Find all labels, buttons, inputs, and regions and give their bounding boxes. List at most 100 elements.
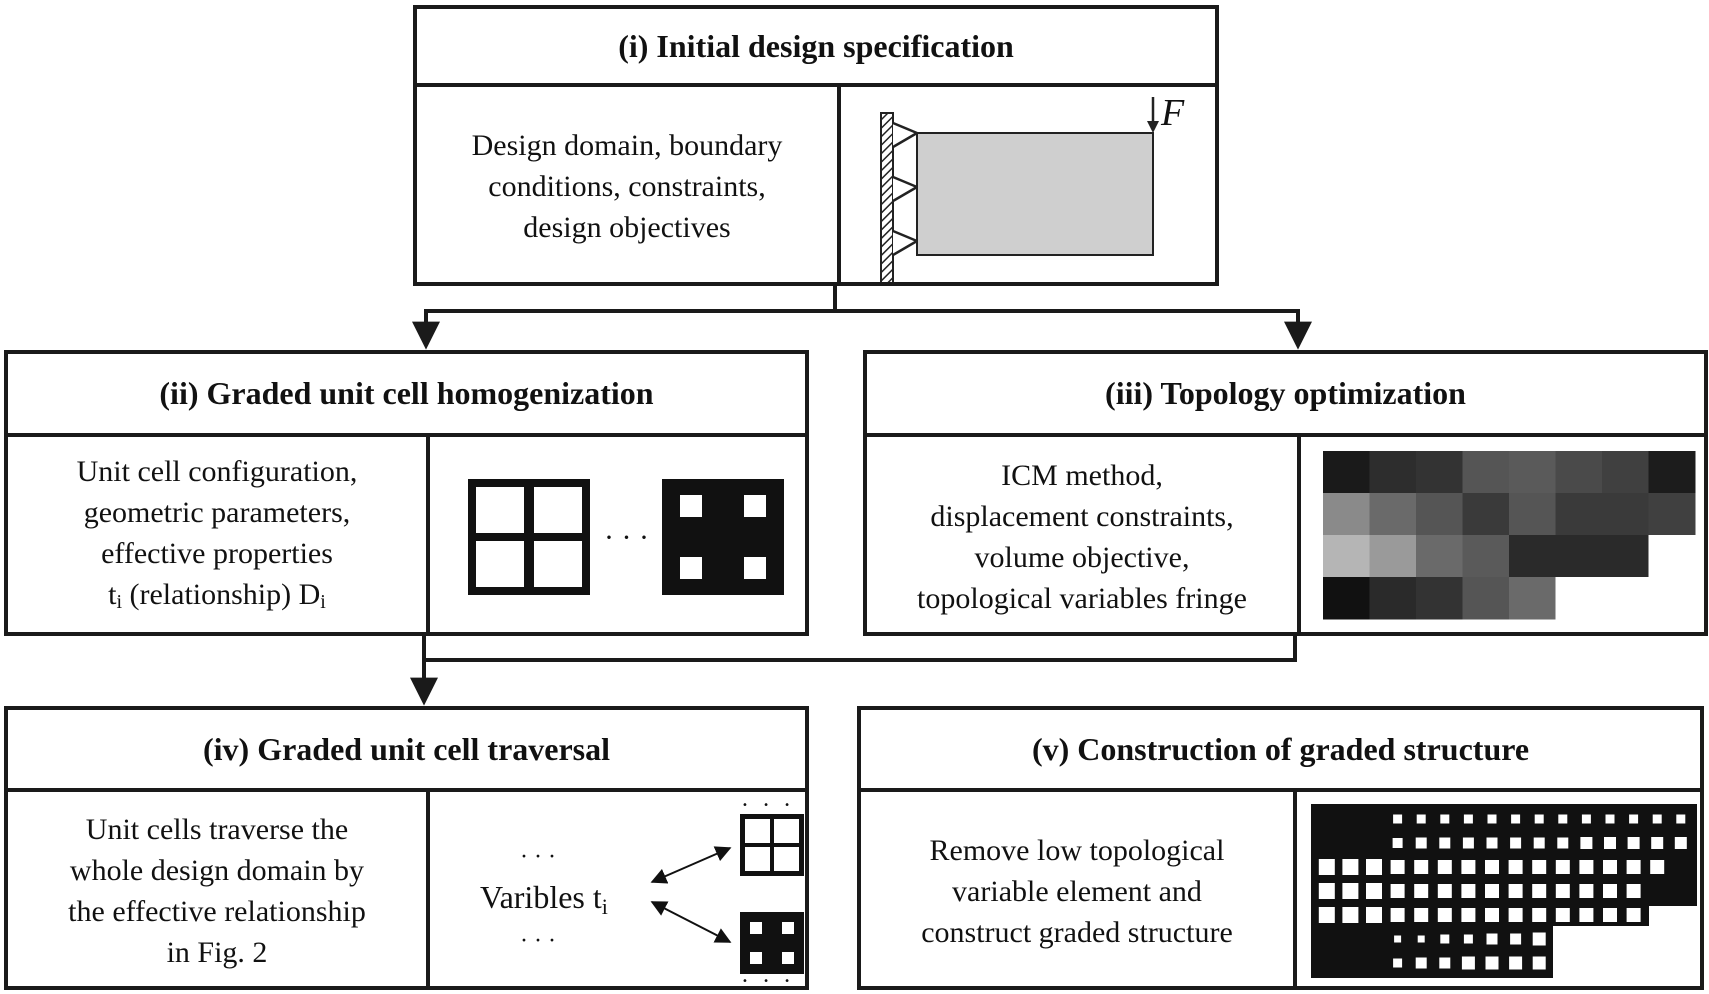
box-graded-structure-text: Remove low topological variable element … bbox=[861, 796, 1293, 986]
graded-hole bbox=[1437, 884, 1452, 898]
fringe-cell bbox=[1369, 535, 1417, 578]
graded-hole bbox=[1463, 814, 1473, 824]
graded-hole bbox=[1532, 956, 1546, 970]
graded-hole bbox=[1603, 884, 1617, 898]
graded-hole bbox=[1651, 837, 1664, 849]
graded-hole bbox=[1390, 860, 1405, 874]
fringe-cell bbox=[1369, 493, 1417, 536]
graded-hole bbox=[1342, 883, 1359, 899]
fringe-cell bbox=[1602, 451, 1649, 494]
box-homogenization-text: Unit cell configuration, geometric param… bbox=[8, 441, 426, 632]
graded-hole bbox=[1509, 956, 1523, 970]
fringe-cell bbox=[1555, 535, 1603, 578]
divider bbox=[426, 792, 430, 986]
graded-hole bbox=[1652, 814, 1662, 824]
graded-hole bbox=[1437, 908, 1452, 922]
graded-hole bbox=[1415, 837, 1427, 849]
fringe-cell bbox=[1648, 535, 1696, 578]
fringe-cell bbox=[1462, 535, 1510, 578]
graded-hole bbox=[1461, 860, 1476, 874]
graded-hole bbox=[1627, 837, 1640, 849]
graded-hole bbox=[1415, 957, 1427, 969]
graded-hole bbox=[1462, 837, 1474, 849]
text-line: the effective relationship bbox=[68, 895, 366, 928]
graded-hole bbox=[1626, 860, 1641, 874]
graded-hole bbox=[1605, 814, 1615, 824]
box-graded-structure-title: (v) Construction of graded structure bbox=[861, 710, 1700, 792]
graded-hole bbox=[1439, 957, 1451, 969]
graded-hole bbox=[1393, 958, 1403, 968]
text-line: ICM method, bbox=[1001, 458, 1163, 492]
cell-dots-top: • • • bbox=[742, 800, 796, 811]
design-domain bbox=[916, 132, 1154, 256]
rel-mid: (relationship) D bbox=[122, 577, 321, 611]
graded-structure-illustration bbox=[1311, 804, 1697, 978]
fringe-cell bbox=[1555, 577, 1603, 620]
graded-hole bbox=[1508, 908, 1523, 922]
text-line: in Fig. 2 bbox=[166, 936, 268, 969]
fringe-cell bbox=[1369, 577, 1417, 620]
arrow-to-thick-cell bbox=[650, 901, 732, 943]
rel-t-sub: i bbox=[116, 590, 123, 613]
rel-d-sub: i bbox=[320, 590, 326, 613]
graded-hole bbox=[1676, 814, 1686, 824]
graded-hole bbox=[1342, 859, 1359, 875]
fringe-cell bbox=[1462, 493, 1510, 536]
divider bbox=[426, 437, 430, 632]
cantilever-domain-sketch: F bbox=[880, 92, 1185, 282]
graded-hole bbox=[1487, 814, 1497, 824]
text-line: Unit cell configuration, bbox=[76, 454, 358, 488]
graded-hole bbox=[1555, 908, 1570, 922]
fringe-cell bbox=[1602, 493, 1649, 536]
graded-hole bbox=[1579, 884, 1594, 898]
graded-hole bbox=[1318, 907, 1335, 923]
fringe-cell bbox=[1602, 535, 1649, 578]
graded-hole bbox=[1342, 907, 1359, 923]
fringe-cell bbox=[1509, 493, 1556, 536]
graded-hole bbox=[1532, 860, 1547, 874]
graded-hole bbox=[1510, 933, 1522, 945]
fringe-cell bbox=[1555, 493, 1603, 536]
graded-hole bbox=[1366, 907, 1382, 923]
graded-hole bbox=[1532, 932, 1546, 946]
box-initial-design-text: Design domain, boundary conditions, cons… bbox=[417, 91, 837, 282]
text-line: effective properties bbox=[101, 536, 333, 570]
graded-hole bbox=[1414, 908, 1429, 922]
fringe-cell bbox=[1509, 535, 1556, 578]
graded-hole bbox=[1390, 884, 1405, 898]
graded-hole bbox=[1440, 814, 1450, 824]
fringe-cell bbox=[1462, 577, 1510, 620]
graded-hole bbox=[1532, 908, 1547, 922]
fringe-cell bbox=[1323, 493, 1370, 536]
graded-hole bbox=[1579, 860, 1594, 874]
graded-hole bbox=[1603, 908, 1617, 922]
fringe-cell bbox=[1555, 451, 1603, 494]
text-line: topological variables fringe bbox=[917, 581, 1247, 615]
box-topology-optimization-text: ICM method, displacement constraints, vo… bbox=[867, 441, 1297, 632]
fringe-cell bbox=[1416, 493, 1463, 536]
variables-text: Varibles t bbox=[480, 879, 602, 915]
small-thick-cell bbox=[740, 912, 804, 974]
unit-cell-illustration: · · · bbox=[468, 479, 784, 595]
graded-hole bbox=[1579, 908, 1594, 922]
graded-hole bbox=[1510, 837, 1522, 849]
text-line: Unit cells traverse the bbox=[85, 813, 349, 846]
graded-hole bbox=[1414, 860, 1429, 874]
fringe-cell bbox=[1323, 535, 1370, 578]
text-line: conditions, constraints, bbox=[488, 170, 766, 203]
variables-label: Varibles ti bbox=[480, 879, 608, 919]
fringe-cell bbox=[1509, 451, 1556, 494]
divider bbox=[837, 87, 841, 282]
graded-hole bbox=[1461, 956, 1475, 970]
ellipsis: · · · bbox=[604, 521, 649, 554]
graded-hole bbox=[1555, 884, 1570, 898]
graded-hole bbox=[1485, 860, 1499, 874]
graded-hole bbox=[1581, 814, 1591, 824]
graded-hole bbox=[1318, 859, 1335, 875]
graded-hole bbox=[1629, 814, 1639, 824]
graded-hole bbox=[1394, 935, 1402, 943]
graded-domain bbox=[1311, 804, 1697, 978]
dots-bottom: · · · bbox=[520, 928, 556, 954]
box-traversal-text: Unit cells traverse the whole design dom… bbox=[8, 796, 426, 986]
box-traversal-title: (iv) Graded unit cell traversal bbox=[8, 710, 805, 792]
